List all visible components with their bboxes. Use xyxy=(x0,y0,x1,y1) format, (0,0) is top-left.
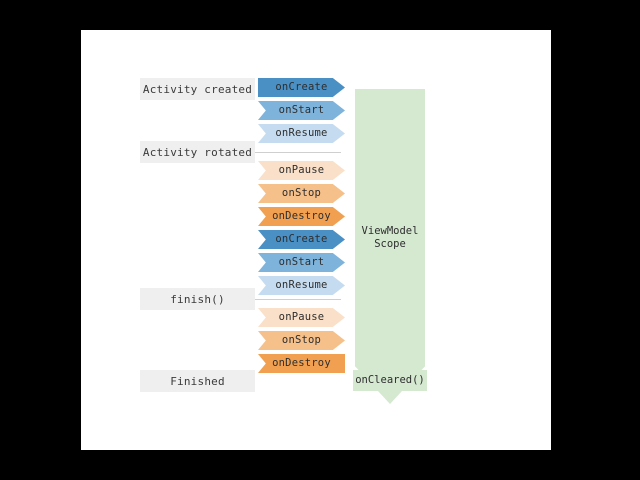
lifecycle-chevron-label: onStart xyxy=(278,104,325,117)
lifecycle-chevron-label: onResume xyxy=(275,127,328,140)
lifecycle-chevron-onstart-1: onStart xyxy=(258,101,345,120)
lifecycle-chevron-label: onPause xyxy=(278,311,325,324)
viewmodel-scope-label: ViewModel Scope xyxy=(361,225,419,250)
lifecycle-chevron-oncreate-1: onCreate xyxy=(258,78,345,97)
lifecycle-chevron-ondestroy-1: onDestroy xyxy=(258,207,345,226)
state-label-text: finish() xyxy=(170,292,225,306)
state-label-activity-rotated: Activity rotated xyxy=(140,141,255,163)
lifecycle-chevron-label: onStart xyxy=(278,256,325,269)
diagram-canvas: Activity created Activity rotated finish… xyxy=(81,30,551,450)
lifecycle-chevron-label: onDestroy xyxy=(272,210,331,223)
lifecycle-chevron-onstop-1: onStop xyxy=(258,184,345,203)
lifecycle-chevron-label: onStop xyxy=(281,187,322,200)
viewmodel-scope-arrow xyxy=(355,89,425,404)
lifecycle-chevron-onpause-1: onPause xyxy=(258,161,345,180)
lifecycle-chevron-label: onPause xyxy=(278,164,325,177)
lifecycle-chevron-onstop-2: onStop xyxy=(258,331,345,350)
connector-activity-rotated xyxy=(255,152,341,153)
state-label-text: Activity rotated xyxy=(142,145,253,159)
lifecycle-chevron-label: onResume xyxy=(275,279,328,292)
lifecycle-chevron-onresume-1: onResume xyxy=(258,124,345,143)
lifecycle-chevron-label: onCreate xyxy=(275,233,328,246)
connector-finish xyxy=(255,299,341,300)
lifecycle-chevron-ondestroy-2: onDestroy xyxy=(258,354,345,373)
lifecycle-chevron-label: onStop xyxy=(281,334,322,347)
lifecycle-chevron-onresume-2: onResume xyxy=(258,276,345,295)
lifecycle-chevron-onpause-2: onPause xyxy=(258,308,345,327)
state-label-activity-created: Activity created xyxy=(140,78,255,100)
state-label-text: Activity created xyxy=(142,82,253,96)
state-label-finish: finish() xyxy=(140,288,255,310)
state-label-finished: Finished xyxy=(140,370,255,392)
lifecycle-chevron-label: onDestroy xyxy=(272,357,331,370)
state-label-text: Finished xyxy=(170,374,225,388)
lifecycle-chevron-onstart-2: onStart xyxy=(258,253,345,272)
lifecycle-chevron-label: onCreate xyxy=(275,81,328,94)
oncleared-box: onCleared() xyxy=(353,370,427,391)
oncleared-label: onCleared() xyxy=(355,374,425,387)
lifecycle-chevron-oncreate-2: onCreate xyxy=(258,230,345,249)
